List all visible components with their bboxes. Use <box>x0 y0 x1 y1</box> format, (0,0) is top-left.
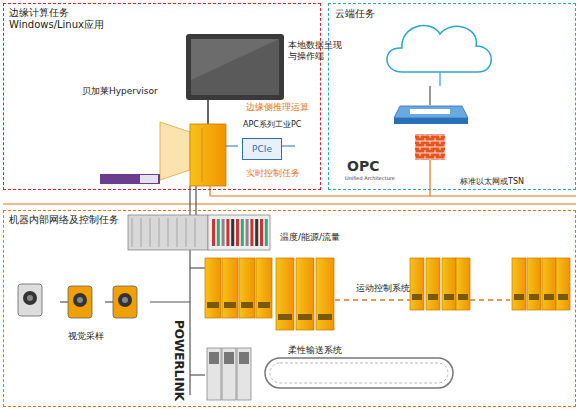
annotation: 柔性输送系统 <box>288 345 342 356</box>
interface-box: PCIe <box>242 138 282 160</box>
logo-text: Unified Architecture <box>345 175 395 181</box>
annotation: APC系列工业PC <box>243 120 301 130</box>
annotation: 温度/能源/流量 <box>280 232 340 243</box>
vision-cameras <box>18 284 137 318</box>
region-box: 边缘计算任务Windows/Linux应用 PCIe <box>3 3 321 190</box>
annotation: 边缘侧推理运算 <box>246 102 309 113</box>
logo-text: OPC <box>347 158 379 175</box>
region-title: 云端任务 <box>335 8 569 20</box>
annotation: 贝加莱Hypervisor <box>82 86 158 97</box>
servo-drives <box>205 258 570 330</box>
interface-label: PCIe <box>252 144 272 155</box>
network-lines <box>3 86 576 395</box>
annotation: 本地数据呈现与操作端 <box>288 40 348 62</box>
annotation: 标准以太网或TSN <box>460 177 524 187</box>
cloud <box>387 26 491 86</box>
annotation: 实时控制任务 <box>246 168 300 179</box>
conveyor <box>207 348 453 400</box>
region-title: 机器内部网络及控制任务 <box>9 214 570 226</box>
firewall <box>415 134 445 160</box>
annotation: 视觉采样 <box>68 331 104 342</box>
annotation: 运动控制系统 <box>356 283 410 294</box>
region-title: Windows/Linux应用 <box>9 19 315 31</box>
region-title: 边缘计算任务 <box>9 7 315 19</box>
logo-text: POWERLINK <box>172 320 186 401</box>
industrial-pc <box>100 122 226 186</box>
io-modules <box>128 215 270 250</box>
router <box>394 106 468 124</box>
